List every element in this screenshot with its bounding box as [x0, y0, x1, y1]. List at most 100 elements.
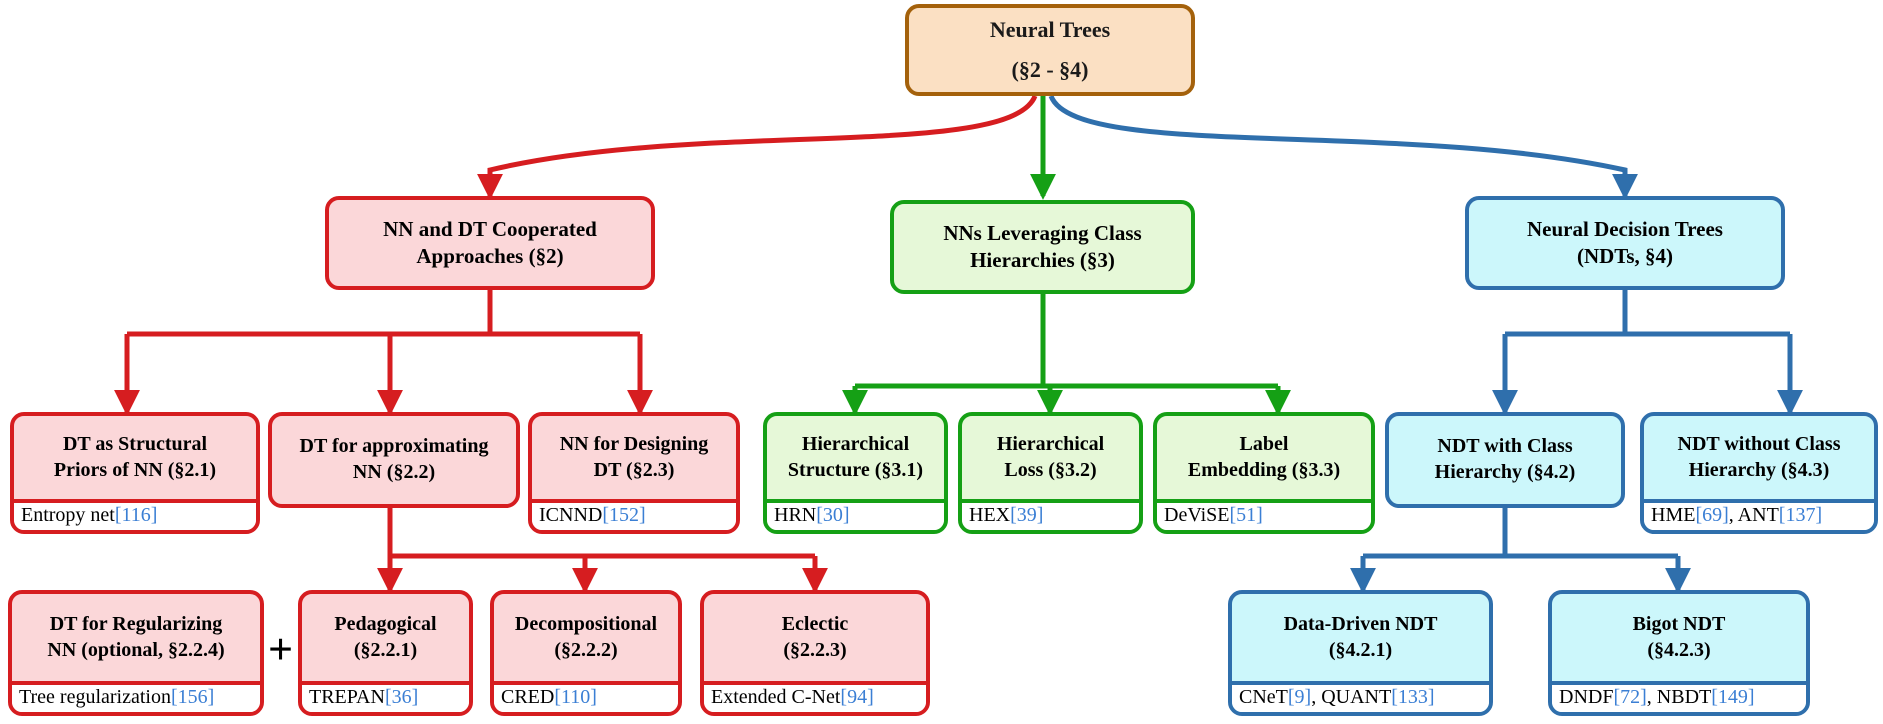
node-line-1: Hierarchical [996, 432, 1105, 455]
node-hierarchical-loss-head: Hierarchical Loss (§3.2) [962, 416, 1139, 499]
node-ndt-with-class-hierarchy[interactable]: NDT with Class Hierarchy (§4.2) [1385, 412, 1625, 508]
node-line-1: Label [1239, 432, 1289, 455]
node-citation: TREPAN [36] [302, 681, 469, 712]
citation-ref-2: [137] [1778, 504, 1823, 526]
citation-text: Tree regularization [19, 686, 171, 708]
node-line-1: DT for Regularizing [49, 612, 223, 635]
citation-text-2: , NBDT [1646, 686, 1712, 708]
node-neural-trees[interactable]: Neural Trees (§2 - §4) [905, 4, 1195, 96]
node-decompositional-head: Decompositional (§2.2.2) [494, 594, 678, 681]
citation-text: HEX [969, 504, 1011, 526]
node-bigot-ndt-head: Bigot NDT (§4.2.3) [1552, 594, 1806, 681]
node-hierarchical-structure[interactable]: Hierarchical Structure (§3.1) HRN [30] [763, 412, 948, 534]
node-line-2: Structure (§3.1) [787, 458, 924, 481]
node-nn-designing-dt[interactable]: NN for Designing DT (§2.3) ICNND [152] [528, 412, 740, 534]
node-line-2: Embedding (§3.3) [1187, 458, 1341, 481]
node-citation: DNDF[72], NBDT [149] [1552, 681, 1806, 712]
node-line-2: NN (§2.2) [352, 461, 436, 483]
citation-ref-2: [149] [1711, 686, 1755, 708]
node-eclectic-head: Eclectic (§2.2.3) [704, 594, 926, 681]
node-label-embedding[interactable]: Label Embedding (§3.3) DeViSE [51] [1153, 412, 1375, 534]
node-neural-decision-trees[interactable]: Neural Decision Trees (NDTs, §4) [1465, 196, 1785, 290]
citation-ref-2: [133] [1391, 686, 1435, 708]
node-line-2: Approaches (§2) [416, 244, 564, 268]
node-line-2: Hierarchy (§4.2) [1434, 461, 1576, 483]
node-nn-dt-cooperated[interactable]: NN and DT Cooperated Approaches (§2) [325, 196, 655, 290]
citation-text: Extended C-Net [711, 686, 841, 708]
node-line-1: Pedagogical [334, 612, 437, 635]
citation-ref: [39] [1010, 504, 1044, 526]
node-pedagogical-head: Pedagogical (§2.2.1) [302, 594, 469, 681]
node-ndt-with-class-hierarchy-head: NDT with Class Hierarchy (§4.2) [1389, 416, 1621, 504]
node-line-2: DT (§2.3) [593, 458, 675, 481]
node-neural-trees-head: Neural Trees (§2 - §4) [909, 8, 1191, 92]
node-line-2: (§2.2.1) [353, 638, 418, 661]
node-citation: ICNND [152] [532, 499, 736, 530]
node-eclectic[interactable]: Eclectic (§2.2.3) Extended C-Net [94] [700, 590, 930, 716]
plus-operator: + [268, 625, 294, 674]
node-line-2: Hierarchies (§3) [970, 248, 1115, 272]
node-citation: CRED [110] [494, 681, 678, 712]
node-citation: Entropy net [116] [14, 499, 256, 530]
node-line-2: (§4.2.3) [1647, 638, 1711, 661]
citation-text: CNeT [1239, 686, 1288, 708]
citation-ref: [156] [170, 686, 215, 708]
node-nns-leveraging-head: NNs Leveraging Class Hierarchies (§3) [894, 204, 1191, 290]
node-ndt-without-class-hierarchy[interactable]: NDT without Class Hierarchy (§4.3) HME [… [1640, 412, 1878, 534]
citation-text: HME [1651, 504, 1696, 526]
node-label-embedding-head: Label Embedding (§3.3) [1157, 416, 1371, 499]
node-line-1: Decompositional [514, 612, 658, 635]
node-citation: Tree regularization [156] [12, 681, 260, 712]
citation-ref: [94] [840, 686, 874, 708]
node-line-2: Priors of NN (§2.1) [53, 458, 217, 481]
node-citation: HME [69], ANT [137] [1644, 499, 1874, 530]
citation-text: Entropy net [21, 504, 115, 526]
node-nn-dt-cooperated-head: NN and DT Cooperated Approaches (§2) [329, 200, 651, 286]
node-citation: HEX [39] [962, 499, 1139, 530]
node-line-1: NN for Designing [559, 432, 709, 455]
citation-text: ICNND [539, 504, 603, 526]
citation-ref: [116] [114, 504, 158, 526]
node-line-1: NDT with Class [1437, 435, 1573, 458]
node-dt-approximating-nn-head: DT for approximating NN (§2.2) [272, 416, 516, 504]
node-dt-approximating-nn[interactable]: DT for approximating NN (§2.2) [268, 412, 520, 508]
citation-text: DNDF [1559, 686, 1614, 708]
node-citation: Extended C-Net [94] [704, 681, 926, 712]
citation-ref: [110] [554, 686, 597, 708]
node-citation: HRN [30] [767, 499, 944, 530]
node-line-2: Hierarchy (§4.3) [1688, 458, 1830, 481]
citation-text: CRED [501, 686, 555, 708]
node-line-2: (§4.2.1) [1328, 638, 1393, 661]
node-dt-structural-priors[interactable]: DT as Structural Priors of NN (§2.1) Ent… [10, 412, 260, 534]
node-line-1: Eclectic [781, 612, 849, 635]
node-data-driven-ndt[interactable]: Data-Driven NDT (§4.2.1) CNeT[9], QUANT … [1228, 590, 1493, 716]
node-ndt-without-class-hierarchy-head: NDT without Class Hierarchy (§4.3) [1644, 416, 1874, 499]
node-dt-regularizing-nn-head: DT for Regularizing NN (optional, §2.2.4… [12, 594, 260, 681]
citation-text: DeViSE [1164, 504, 1230, 526]
citation-ref: [51] [1229, 504, 1263, 526]
node-hierarchical-structure-head: Hierarchical Structure (§3.1) [767, 416, 944, 499]
node-line-2: (§2 - §4) [1011, 57, 1089, 82]
node-line-2: (§2.2.2) [554, 638, 618, 661]
node-bigot-ndt[interactable]: Bigot NDT (§4.2.3) DNDF[72], NBDT [149] [1548, 590, 1810, 716]
node-dt-regularizing-nn[interactable]: DT for Regularizing NN (optional, §2.2.4… [8, 590, 264, 716]
node-line-1: Bigot NDT [1632, 612, 1726, 635]
node-line-1: DT for approximating [299, 435, 489, 458]
node-line-1: NN and DT Cooperated [383, 217, 597, 242]
node-decompositional[interactable]: Decompositional (§2.2.2) CRED [110] [490, 590, 682, 716]
node-line-1: DT as Structural [62, 432, 208, 455]
node-nn-designing-dt-head: NN for Designing DT (§2.3) [532, 416, 736, 499]
node-line-1: Neural Decision Trees [1527, 217, 1723, 242]
node-citation: DeViSE [51] [1157, 499, 1371, 530]
node-nns-leveraging-class-hierarchies[interactable]: NNs Leveraging Class Hierarchies (§3) [890, 200, 1195, 294]
node-hierarchical-loss[interactable]: Hierarchical Loss (§3.2) HEX [39] [958, 412, 1143, 534]
citation-ref: [36] [384, 686, 419, 708]
citation-ref: [152] [602, 504, 646, 526]
citation-ref: [72] [1613, 686, 1647, 708]
node-line-1: NNs Leveraging Class [943, 221, 1142, 246]
node-citation: CNeT[9], QUANT [133] [1232, 681, 1489, 712]
node-pedagogical[interactable]: Pedagogical (§2.2.1) TREPAN [36] [298, 590, 473, 716]
node-line-2: NN (optional, §2.2.4) [47, 638, 225, 661]
citation-text: HRN [774, 504, 817, 526]
node-neural-decision-trees-head: Neural Decision Trees (NDTs, §4) [1469, 200, 1781, 286]
